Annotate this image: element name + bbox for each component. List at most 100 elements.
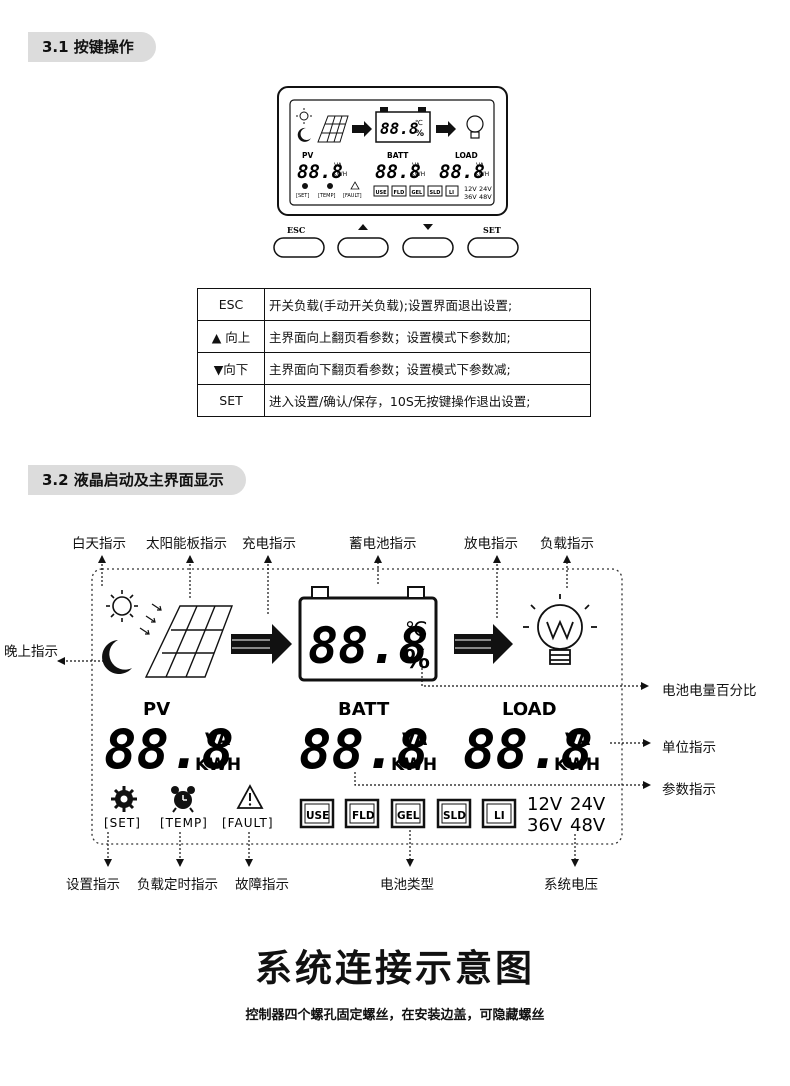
mini-batt-label: BATT (387, 151, 409, 160)
mini-battery-icon (375, 107, 431, 143)
mini-moon-icon (297, 127, 311, 142)
battery-type-li-label: LI (494, 810, 505, 822)
mini-bulb-icon (466, 115, 484, 139)
mini-alarm-icon (327, 183, 333, 189)
mini-set-label: [SET] (296, 193, 309, 199)
esc-button[interactable] (273, 237, 325, 258)
key-cell: ▼向下 (197, 352, 265, 385)
table-row: ESC 开关负载(手动开关负载);设置界面退出设置; (197, 288, 591, 321)
label-day: 白天指示 (72, 536, 126, 552)
alarm-clock-icon (171, 786, 195, 813)
label-load: 负载指示 (540, 536, 594, 552)
desc-cell: 开关负载(手动开关负载);设置界面退出设置; (264, 288, 591, 321)
battery-deg-label: ℃ (405, 617, 427, 641)
set-label: [SET] (104, 816, 141, 830)
mini-batt-va: VA (412, 162, 421, 169)
battery-type-gel (390, 798, 426, 829)
moon-icon (102, 640, 132, 674)
label-fault: 故障指示 (235, 877, 289, 893)
connection-diagram-title: 系统连接示意图 (255, 947, 535, 990)
desc-cell: 主界面向下翻页看参数；设置模式下参数减; (264, 352, 591, 385)
load-va-label: VA (565, 730, 591, 750)
pv-va-label: VA (205, 730, 231, 750)
label-timer: 负载定时指示 (137, 877, 218, 893)
mini-pct-label: % (415, 129, 424, 139)
mini-v48: 48V (479, 193, 492, 201)
batt-kwh-label: KWH (391, 755, 437, 775)
section-title-keys: 3.1 按键操作 (28, 32, 156, 62)
mini-load-label: LOAD (455, 151, 478, 160)
voltage-12v: 12V (527, 794, 563, 815)
leader-lines (57, 555, 651, 867)
mini-pv-seg: 88.8 (297, 161, 343, 183)
key-function-table: ESC 开关负载(手动开关负载);设置界面退出设置; ▲ 向上 主界面向上翻页看… (197, 288, 591, 417)
mini-solar-panel-icon (317, 115, 349, 143)
pv-kwh-label: KWH (195, 755, 241, 775)
label-discharge: 放电指示 (464, 536, 518, 552)
mini-v12: 12V (464, 185, 477, 193)
battery-type-use-label: USE (306, 810, 329, 822)
mini-gear-icon (302, 183, 308, 189)
battery-icon (298, 586, 438, 682)
label-unit: 单位指示 (662, 740, 716, 756)
label-charge: 充电指示 (242, 536, 296, 552)
mini-pv-kwh: KWH (333, 171, 347, 178)
label-battery: 蓄电池指示 (349, 536, 417, 552)
table-row: SET 进入设置/确认/保存，10S无按键操作退出设置; (197, 384, 591, 417)
mini-warning-icon (350, 181, 360, 190)
gear-icon (111, 786, 137, 812)
sunlight-rays-icon (139, 603, 162, 635)
key-cell: ESC (197, 288, 265, 321)
sun-icon (106, 590, 138, 622)
battery-type-sld (436, 798, 472, 829)
label-setting: 设置指示 (66, 877, 120, 893)
label-system-voltage: 系统电压 (544, 877, 598, 893)
battery-seg-display: 88.8 (308, 617, 428, 675)
section-title-lcd: 3.2 液晶启动及主界面显示 (28, 465, 246, 495)
down-button[interactable] (402, 237, 454, 258)
up-button[interactable] (337, 237, 389, 258)
mini-pv-va: VA (334, 162, 343, 169)
load-label: LOAD (502, 699, 557, 720)
mini-type-sld: SLD (430, 190, 441, 196)
voltage-24v: 24V (570, 794, 606, 815)
voltage-36v: 36V (527, 815, 563, 836)
mini-discharge-arrow-icon (436, 121, 456, 137)
label-night: 晚上指示 (4, 644, 58, 660)
charge-arrow-icon (231, 624, 292, 664)
mini-load-kwh: KWH (475, 171, 489, 178)
desc-cell: 主界面向上翻页看参数；设置模式下参数加; (264, 320, 591, 353)
mini-sun-icon (296, 108, 312, 124)
mini-load-seg: 88.8 (439, 161, 485, 183)
mini-deg-label: ℃ (415, 119, 423, 127)
fault-label: [FAULT] (222, 816, 274, 830)
mini-battery-seg: 88.8 (380, 119, 419, 138)
batt-label: BATT (338, 699, 390, 720)
installation-note: 控制器四个螺孔固定螺丝，在安装边盖，可隐藏螺丝 (245, 1008, 545, 1023)
batt-va-label: VA (402, 730, 428, 750)
mini-pv-label: PV (302, 151, 313, 160)
mini-fault-label: [FAULT] (343, 193, 362, 199)
mini-load-va: VA (476, 162, 485, 169)
battery-type-sld-label: SLD (443, 810, 466, 822)
desc-cell: 进入设置/确认/保存，10S无按键操作退出设置; (264, 384, 591, 417)
temp-label: [TEMP] (160, 816, 208, 830)
warning-icon (236, 784, 264, 809)
pv-label: PV (143, 699, 170, 720)
table-row: ▲ 向上 主界面向上翻页看参数；设置模式下参数加; (197, 320, 591, 353)
battery-type-gel-label: GEL (397, 810, 420, 822)
esc-button-label: ESC (287, 225, 305, 235)
battery-type-fld-label: FLD (352, 810, 375, 822)
set-button[interactable] (467, 237, 519, 258)
mini-v24: 24V (479, 185, 492, 193)
load-seg-display: 88.8 (463, 718, 593, 781)
label-battery-type: 电池类型 (380, 877, 434, 893)
controller-panel: 88.8 ℃ % PV BATT LOAD 88.8 VA KWH 88.8 V… (277, 86, 508, 216)
mini-charge-arrow-icon (352, 121, 372, 137)
mini-batt-kwh: KWH (411, 171, 425, 178)
mini-temp-label: [TEMP] (318, 193, 335, 199)
battery-type-use (299, 798, 335, 829)
label-solar: 太阳能板指示 (146, 536, 227, 552)
mini-type-li: LI (449, 190, 454, 196)
